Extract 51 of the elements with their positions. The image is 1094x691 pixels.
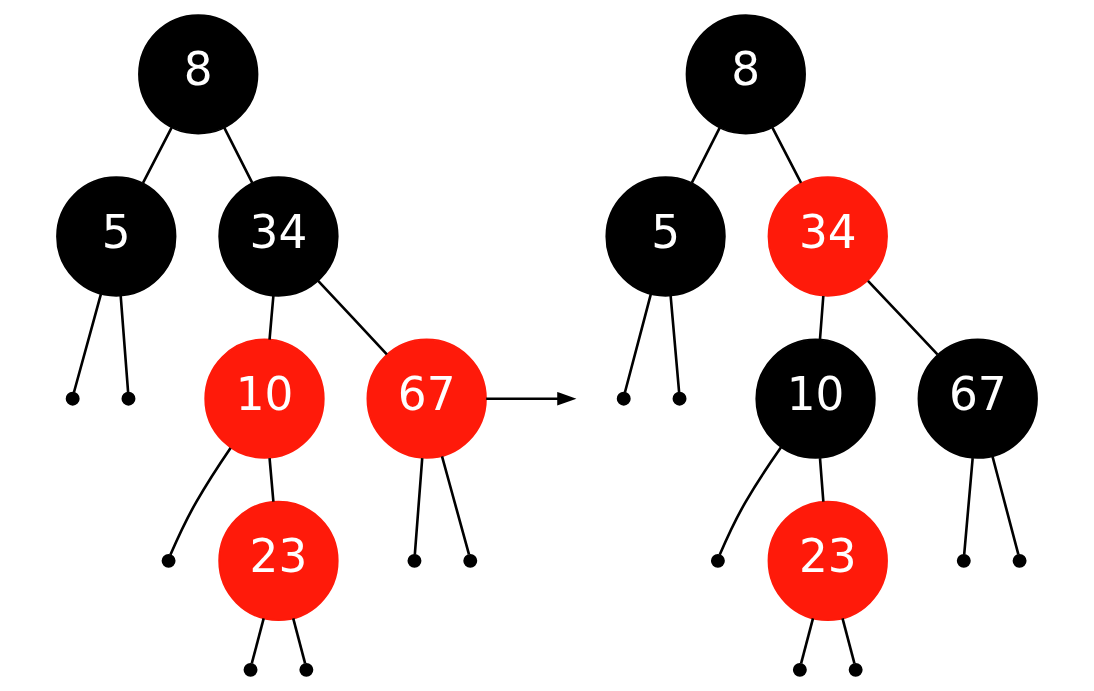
node-circle: [161, 553, 176, 568]
connector: [119, 295, 130, 393]
node-circle: [121, 391, 136, 406]
connector: [440, 456, 471, 555]
node-circle: [299, 662, 314, 677]
node-circle: 10: [755, 338, 876, 459]
node-circle: [463, 553, 478, 568]
connector: [72, 293, 103, 393]
node-circle: [65, 391, 80, 406]
connector: [413, 458, 424, 555]
connector: [771, 127, 803, 184]
node-circle: [848, 662, 863, 677]
node-circle: 67: [366, 338, 487, 459]
connector: [141, 127, 173, 184]
connector: [250, 618, 265, 664]
node-circle: 10: [204, 338, 325, 459]
connector: [669, 295, 681, 393]
connector: [841, 618, 856, 664]
connector: [867, 279, 939, 356]
node-circle: [710, 553, 725, 568]
node-circle: [616, 391, 631, 406]
connector: [818, 295, 825, 340]
connector: [268, 295, 275, 340]
connector: [268, 458, 275, 502]
node-circle: [243, 662, 258, 677]
node-circle: 5: [605, 176, 726, 297]
node-circle: 23: [218, 500, 339, 622]
connector: [799, 618, 815, 664]
node-circle: 8: [138, 14, 259, 135]
node-circle: 8: [685, 14, 806, 135]
connector: [718, 446, 783, 556]
connector: [223, 127, 254, 184]
connector: [291, 618, 307, 664]
connector: [317, 279, 388, 356]
connector: [962, 458, 974, 555]
node-circle: 34: [218, 176, 339, 297]
node-circle: 23: [767, 500, 888, 622]
connector: [818, 458, 825, 502]
node-circle: [672, 391, 687, 406]
node-circle: 5: [56, 176, 177, 297]
connector: [991, 456, 1020, 555]
connector: [623, 293, 653, 393]
node-circle: 34: [767, 176, 888, 297]
node-circle: [956, 553, 971, 568]
connector: [169, 447, 232, 556]
node-circle: [1012, 553, 1027, 568]
arrow: [486, 391, 577, 406]
connector: [690, 127, 721, 184]
node-circle: 67: [917, 338, 1038, 459]
node-circle: [407, 553, 422, 568]
node-circle: [792, 662, 807, 677]
